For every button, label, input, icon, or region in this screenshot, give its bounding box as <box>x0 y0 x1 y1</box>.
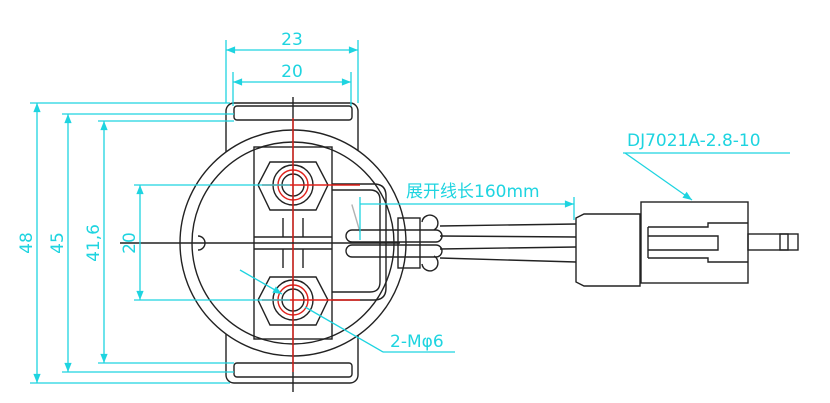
connector-housing <box>575 201 799 287</box>
svg-text:20: 20 <box>120 232 140 254</box>
wire-length-dimension: 展开线长160mm <box>359 182 575 240</box>
thread-callout: 2-Mφ6 <box>239 269 455 353</box>
svg-text:展开线长160mm: 展开线长160mm <box>406 182 540 202</box>
svg-text:45: 45 <box>48 232 68 254</box>
connector-callout: DJ7021A-2.8-10 <box>623 131 790 201</box>
dimension-23: 23 <box>225 30 359 103</box>
svg-text:41,6: 41,6 <box>84 224 104 262</box>
svg-text:48: 48 <box>17 232 37 254</box>
dimension-20-spacing: 20 <box>120 184 290 301</box>
svg-text:2-Mφ6: 2-Mφ6 <box>390 332 444 352</box>
cable <box>439 223 577 263</box>
dimension-45: 45 <box>48 113 234 373</box>
dimension-20-width: 20 <box>232 62 352 106</box>
svg-text:20: 20 <box>281 62 303 82</box>
svg-text:23: 23 <box>281 30 303 50</box>
svg-text:DJ7021A-2.8-10: DJ7021A-2.8-10 <box>627 131 761 151</box>
dimension-48: 48 <box>17 102 230 384</box>
dimension-41-6: 41,6 <box>84 120 234 364</box>
